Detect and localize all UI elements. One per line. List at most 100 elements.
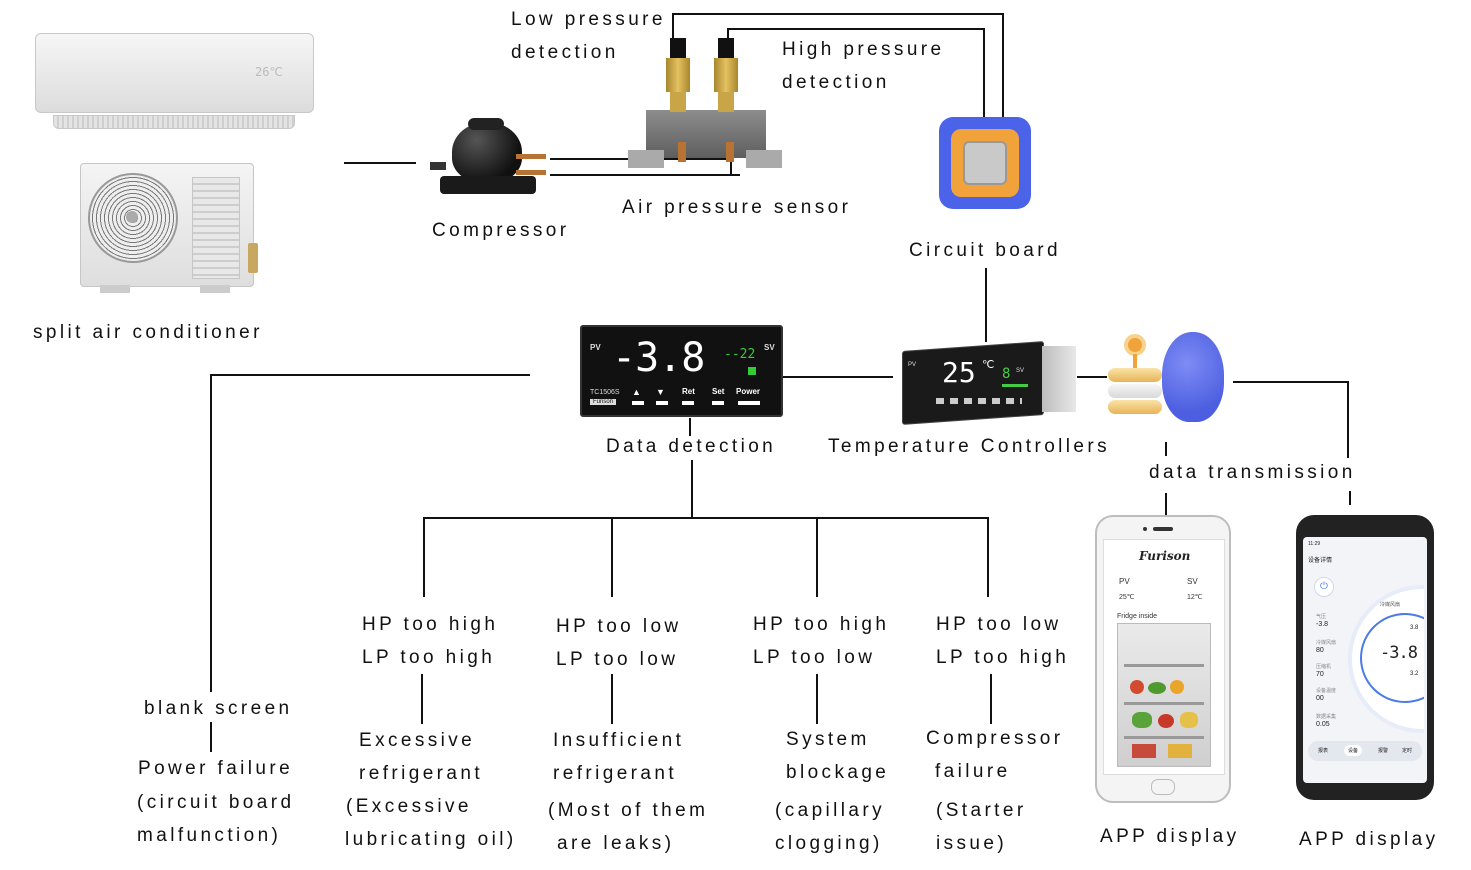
diag-2-cause-1: Insufficient — [553, 730, 685, 751]
detector-sv-tag: SV — [764, 343, 775, 352]
air-pressure-sensor-device — [628, 38, 783, 173]
label-split-ac: split air conditioner — [33, 322, 263, 343]
line-branch-3 — [816, 517, 818, 597]
detector-pv-tag: PV — [590, 343, 601, 352]
line-branch-2 — [611, 517, 613, 597]
line-board-controller — [985, 268, 987, 342]
line-tree-bar — [423, 517, 989, 519]
app-phone-2: 11:29 设备详情 ⏻ 冷媒风扇 3.8 -3.8 3.2 气压 -3.8 冷… — [1296, 515, 1434, 800]
diag-2-condition-1: HP too low — [556, 616, 682, 637]
phone1-sv-label: SV — [1187, 577, 1198, 586]
line-ac-compressor — [344, 162, 416, 164]
line-lp-up — [672, 13, 674, 41]
label-power-failure-2: (circuit board — [137, 792, 295, 813]
line-detector-left — [210, 374, 530, 376]
label-data-transmission: data transmission — [1149, 462, 1356, 483]
fridge-interior-image — [1117, 623, 1211, 767]
detector-key-down[interactable]: ▼ — [656, 387, 665, 397]
phone2-title: 设备详情 — [1308, 558, 1333, 564]
line-detector-down — [689, 418, 691, 436]
line-left-down — [210, 374, 212, 692]
diag-2-cause-4: are leaks) — [557, 833, 675, 854]
diag-3-cause-2: blockage — [786, 762, 890, 783]
phone2-tab-device[interactable]: 设备 — [1344, 745, 1363, 756]
phone2-time: 11:29 — [1308, 541, 1321, 547]
line-branch-1 — [423, 517, 425, 597]
line-hp-down — [983, 28, 985, 117]
detector-model: TC1506S — [590, 389, 620, 396]
label-temp-controllers: Temperature Controllers — [828, 436, 1111, 457]
diag-1-condition-1: HP too high — [362, 614, 499, 635]
detector-key-ret[interactable]: Ret — [682, 387, 695, 396]
phone1-pv-label: PV — [1119, 577, 1130, 586]
phone2-row-1-key: 冷媒风扇 — [1316, 640, 1337, 646]
phone2-row-4-val: 0.05 — [1316, 721, 1330, 728]
line-branch-4 — [987, 517, 989, 597]
phone1-sv-value: 12℃ — [1187, 594, 1203, 601]
low-pressure-sensor — [666, 38, 690, 114]
controller-sv-value: 8 — [1002, 366, 1011, 382]
phone1-pv-value: 25℃ — [1119, 594, 1135, 601]
phone2-row-4-key: 数据采集 — [1316, 714, 1337, 720]
phone2-right-bottom: 3.2 — [1410, 671, 1419, 677]
line-dd-tree — [691, 460, 693, 517]
diag-3-condition-2: LP too low — [753, 647, 876, 668]
diag-4-condition-1: HP too low — [936, 614, 1062, 635]
line-cause-1 — [421, 674, 423, 724]
diag-4-condition-2: LP too high — [936, 647, 1070, 668]
diag-1-cause-3: (Excessive — [346, 796, 472, 817]
label-air-pressure-sensor: Air pressure sensor — [622, 197, 852, 218]
phone2-row-2-key: 压缩机 — [1316, 664, 1332, 670]
phone1-fridge-label: Fridge inside — [1117, 613, 1158, 620]
diag-2-cause-3: (Most of them — [548, 800, 709, 821]
temperature-controller-device: PV 25 ℃ 8 SV — [902, 340, 1078, 425]
detector-key-up[interactable]: ▲ — [632, 387, 641, 397]
app-phone-1: Furison PV SV 25℃ 12℃ Fridge inside — [1095, 515, 1231, 803]
detector-brand: Furison — [590, 399, 617, 405]
phone2-tab-alarm[interactable]: 报警 — [1378, 748, 1389, 754]
phone2-power-button[interactable]: ⏻ — [1314, 577, 1334, 597]
diag-2-condition-2: LP too low — [556, 649, 679, 670]
diag-3-condition-1: HP too high — [753, 614, 890, 635]
ac-display: 26℃ — [255, 65, 283, 79]
label-app-display-1: APP display — [1100, 826, 1240, 847]
controller-sv-tag: SV — [1016, 368, 1025, 374]
phone2-tab-timer[interactable]: 定时 — [1402, 748, 1413, 754]
line-lp-top — [672, 13, 1004, 15]
line-tube-2 — [550, 174, 740, 176]
label-high-pressure-2: detection — [782, 72, 890, 93]
outdoor-ac-unit — [80, 163, 260, 296]
line-cause-4 — [990, 674, 992, 724]
phone2-row-3-key: 设备温度 — [1316, 688, 1337, 694]
label-power-failure-3: malfunction) — [137, 825, 282, 846]
controller-pv-tag: PV — [908, 362, 917, 368]
line-hp-top — [727, 28, 985, 30]
phone2-row-0-val: -3.8 — [1316, 621, 1329, 628]
line-cloud-app-down — [1347, 381, 1349, 458]
indoor-ac-unit: 26℃ — [35, 33, 314, 130]
compressor-device — [430, 118, 554, 208]
diag-1-cause-2: refrigerant — [359, 763, 483, 784]
label-low-pressure-1: Low pressure — [511, 9, 666, 30]
line-controller-cloud — [1077, 376, 1107, 378]
diag-4-cause-3: (Starter — [936, 800, 1027, 821]
label-power-failure-1: Power failure — [138, 758, 294, 779]
phone2-ring-tag: 冷媒风扇 — [1380, 602, 1401, 608]
detector-key-power[interactable]: Power — [736, 387, 761, 396]
detector-key-set[interactable]: Set — [712, 387, 725, 396]
diag-1-cause-1: Excessive — [359, 730, 476, 751]
phone2-tab-report[interactable]: 报表 — [1318, 748, 1329, 754]
diag-3-cause-4: clogging) — [775, 833, 883, 854]
line-hp-up — [727, 28, 729, 42]
diag-1-cause-4: lubricating oil) — [345, 829, 517, 850]
line-trans-app2 — [1349, 491, 1351, 505]
diag-4-cause-1: Compressor — [926, 728, 1064, 749]
detector-sv-value: --22 — [724, 347, 756, 362]
controller-unit: ℃ — [982, 359, 995, 371]
line-tube-1b — [730, 158, 732, 174]
data-detector-device: PV SV -3.8 --22 TC1506S Furison ▲ ▼ Ret … — [580, 325, 783, 417]
phone2-row-0-key: 气压 — [1316, 614, 1327, 620]
line-trans-app1 — [1165, 493, 1167, 515]
detector-pv-value: -3.8 — [612, 335, 705, 381]
fan-grille — [88, 173, 178, 263]
